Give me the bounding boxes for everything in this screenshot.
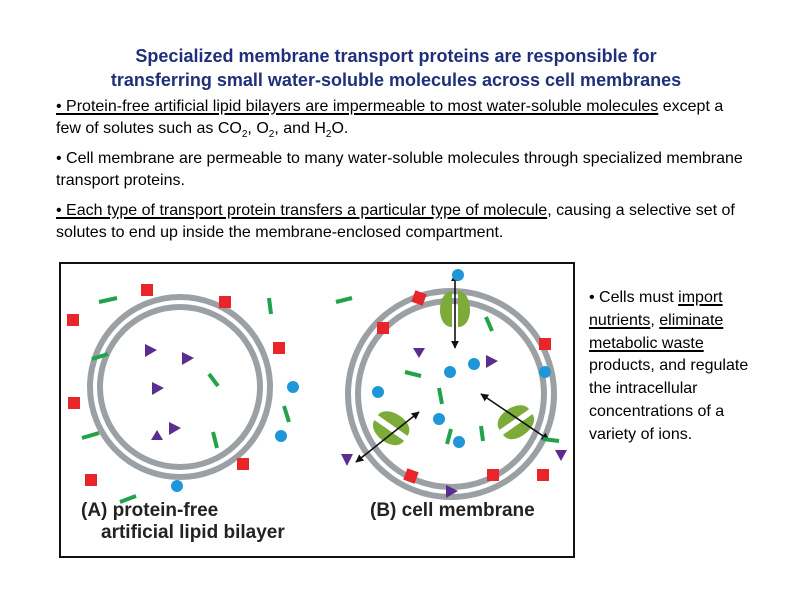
bullet-3: • Each type of transport protein transfe…: [56, 200, 746, 244]
solute-dash: [211, 431, 219, 449]
solute-triangle: [152, 382, 164, 395]
co2-subscript: 2: [241, 129, 248, 141]
solute-circle: [372, 386, 384, 398]
side-comma: ,: [650, 311, 660, 329]
solute-square: [537, 469, 549, 481]
membrane-illustration: [67, 269, 567, 504]
solute-triangle: [151, 430, 163, 440]
transport-arrows: [355, 273, 550, 463]
solute-triangle: [486, 355, 498, 368]
solute-triangle: [182, 352, 194, 365]
solute-circle: [275, 430, 287, 442]
solute-circle: [539, 366, 551, 378]
o2-subscript: 2: [268, 129, 275, 141]
solute-circle: [468, 358, 480, 370]
bullet-3-underlined: • Each type of transport protein transfe…: [56, 202, 548, 219]
solute-dash: [91, 352, 109, 361]
solute-square: [377, 322, 389, 334]
solute-dash: [437, 387, 444, 405]
label-cell-membrane: (B) cell membrane: [370, 500, 535, 521]
solute-triangle: [555, 450, 567, 461]
solute-square: [539, 338, 551, 350]
bullet-list: • Protein-free artificial lipid bilayers…: [56, 96, 746, 252]
bullet-1-rest: except a few of solutes such as CO: [56, 98, 724, 137]
solute-dash: [404, 370, 422, 378]
solute-dash: [479, 425, 485, 442]
solute-triangle: [169, 422, 181, 435]
solute-dash: [267, 297, 273, 315]
solute-square: [219, 296, 231, 308]
solute-square: [237, 458, 249, 470]
bullet-2: • Cell membrane are permeable to many wa…: [56, 150, 743, 189]
solute-dashes: [81, 296, 560, 504]
solute-circle: [452, 269, 464, 281]
membrane-figure: (A) protein-free artificial lipid bilaye…: [59, 262, 575, 558]
solute-square: [403, 468, 419, 484]
label-a-line-1: (A) protein-free: [81, 500, 219, 521]
solute-squares: [67, 284, 551, 486]
solute-circle: [453, 436, 465, 448]
label-a-line-2: artificial lipid bilayer: [101, 522, 285, 543]
side-suffix: products, and regulate the intracellular…: [589, 357, 749, 443]
solute-circle: [433, 413, 445, 425]
solute-dash: [98, 296, 118, 304]
side-note: • Cells must import nutrients, eliminate…: [589, 287, 749, 447]
solute-dash: [335, 296, 353, 304]
h2o-subscript: 2: [325, 129, 332, 141]
solute-triangle: [341, 454, 353, 466]
side-prefix: • Cells must: [589, 289, 679, 306]
solute-square: [67, 314, 79, 326]
solute-square: [411, 290, 427, 306]
solute-dash: [207, 372, 220, 388]
arrow-left: [355, 411, 420, 463]
solute-circle: [287, 381, 299, 393]
solute-square: [68, 397, 80, 409]
solute-square: [487, 469, 499, 481]
bullet-3-rest: , causing a selective set of solutes to …: [56, 202, 735, 241]
solute-dash: [484, 316, 494, 332]
solute-triangle: [413, 348, 425, 358]
solute-circle: [171, 480, 183, 492]
solute-circles: [171, 269, 551, 492]
label-protein-free: (A) protein-free artificial lipid bilaye…: [81, 500, 285, 544]
slide-title: Specialized membrane transport proteins …: [0, 44, 792, 92]
bullet-1-end: O.: [331, 120, 349, 137]
solute-square: [141, 284, 153, 296]
bullet-1-h2o: , and H: [274, 120, 326, 137]
solute-triangle: [446, 485, 458, 498]
solute-dash: [542, 437, 560, 443]
solute-triangle: [145, 344, 157, 357]
solute-dash: [119, 494, 137, 504]
bullet-1: • Protein-free artificial lipid bilayers…: [56, 96, 746, 140]
bullet-1-o2: , O: [247, 120, 269, 137]
solute-square: [273, 342, 285, 354]
solute-dash: [445, 428, 453, 445]
title-line-1: Specialized membrane transport proteins …: [135, 46, 657, 66]
side-eliminate-waste: eliminate metabolic waste: [589, 311, 724, 352]
arrow-right: [480, 393, 550, 441]
bullet-1-underlined: • Protein-free artificial lipid bilayers…: [56, 98, 659, 115]
solute-circle: [444, 366, 456, 378]
title-line-2: transferring small water-soluble molecul…: [110, 70, 682, 90]
solute-dash: [282, 405, 291, 423]
solute-dash: [81, 431, 100, 440]
transport-protein-top: [439, 291, 471, 327]
protein-free-vesicle: [87, 294, 273, 480]
solute-triangles: [145, 344, 567, 498]
solute-square: [85, 474, 97, 486]
side-import-nutrients: import nutrients: [589, 289, 723, 329]
